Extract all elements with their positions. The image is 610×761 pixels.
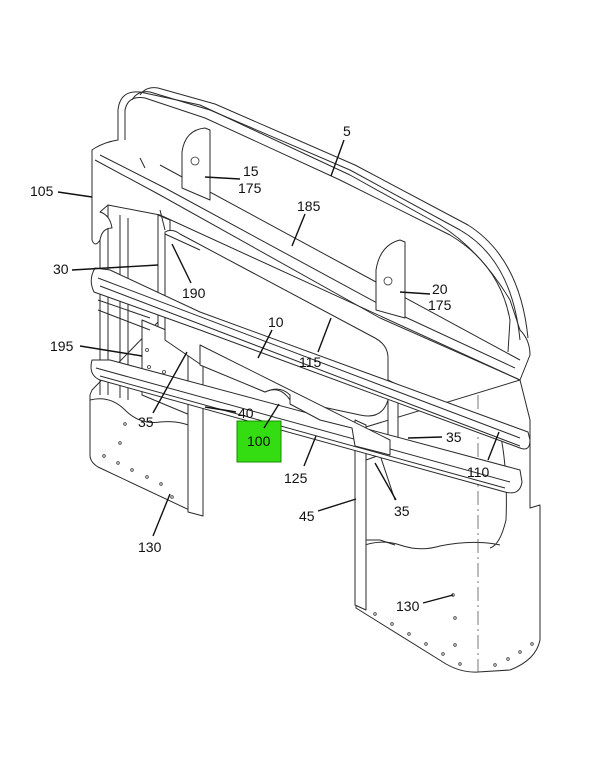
callout-35-left[interactable]: 35 <box>138 414 154 430</box>
callout-175-lower[interactable]: 175 <box>428 297 452 313</box>
callout-15[interactable]: 15 <box>243 163 259 179</box>
callout-105[interactable]: 105 <box>30 183 54 199</box>
callout-195[interactable]: 195 <box>50 338 74 354</box>
callout-190[interactable]: 190 <box>182 285 206 301</box>
right-mudflap <box>355 379 541 673</box>
callout-30[interactable]: 30 <box>53 261 69 277</box>
lower-cross-rail <box>90 359 523 494</box>
callout-125[interactable]: 125 <box>284 470 308 486</box>
callout-10[interactable]: 10 <box>268 314 284 330</box>
callout-labels: 5 15 175 105 185 30 190 20 175 10 195 11… <box>30 123 490 614</box>
leader-lines <box>57 139 500 604</box>
callout-35-right-lower[interactable]: 35 <box>394 503 410 519</box>
callout-100[interactable]: 100 <box>247 433 271 449</box>
callout-45[interactable]: 45 <box>299 508 315 524</box>
callout-40[interactable]: 40 <box>238 405 254 421</box>
callout-110[interactable]: 110 <box>467 464 490 480</box>
callout-115[interactable]: 115 <box>299 354 322 370</box>
highlight-box-100[interactable] <box>236 420 282 463</box>
callout-185[interactable]: 185 <box>297 198 321 214</box>
callout-35-right-upper[interactable]: 35 <box>446 429 462 445</box>
rivet-holes-left <box>102 422 174 499</box>
callout-5[interactable]: 5 <box>343 123 351 139</box>
callout-20[interactable]: 20 <box>432 281 448 297</box>
rivet-holes-right <box>373 593 534 667</box>
callout-130-right[interactable]: 130 <box>396 598 420 614</box>
middle-cross-rail <box>90 267 531 450</box>
callout-130-left[interactable]: 130 <box>138 539 162 555</box>
callout-175-upper[interactable]: 175 <box>238 180 262 196</box>
